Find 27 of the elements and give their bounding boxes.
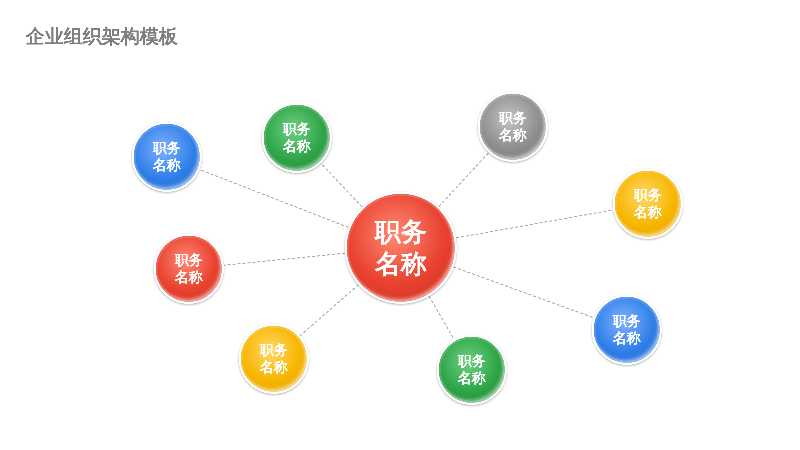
role-label: 职务名称 bbox=[374, 216, 428, 280]
role-label: 职务名称 bbox=[152, 140, 182, 174]
connector-line bbox=[453, 266, 595, 319]
connector-line bbox=[438, 152, 490, 208]
role-circle bbox=[239, 324, 309, 394]
connector-line bbox=[199, 169, 350, 228]
role-label: 职务名称 bbox=[498, 110, 528, 144]
role-circle bbox=[613, 169, 683, 239]
role-circle bbox=[345, 192, 457, 304]
role-circle bbox=[154, 234, 224, 304]
connector-line bbox=[428, 296, 455, 340]
role-label: 职务名称 bbox=[632, 186, 663, 222]
role-circle bbox=[437, 335, 507, 405]
connector-line bbox=[300, 284, 360, 336]
role-circle bbox=[262, 103, 332, 173]
role-label: 职务名称 bbox=[282, 120, 312, 156]
role-circle bbox=[592, 295, 662, 365]
connector-line bbox=[223, 253, 346, 266]
role-label: 职务名称 bbox=[258, 342, 289, 376]
title: 企业组织架构模板 bbox=[26, 28, 178, 49]
connector-line bbox=[456, 210, 614, 239]
connector-line bbox=[320, 162, 363, 208]
role-circle bbox=[478, 92, 548, 162]
role-circle bbox=[132, 122, 202, 192]
role-label: 职务名称 bbox=[174, 252, 204, 286]
role-label: 职务名称 bbox=[456, 352, 487, 388]
role-label: 职务名称 bbox=[612, 312, 642, 348]
